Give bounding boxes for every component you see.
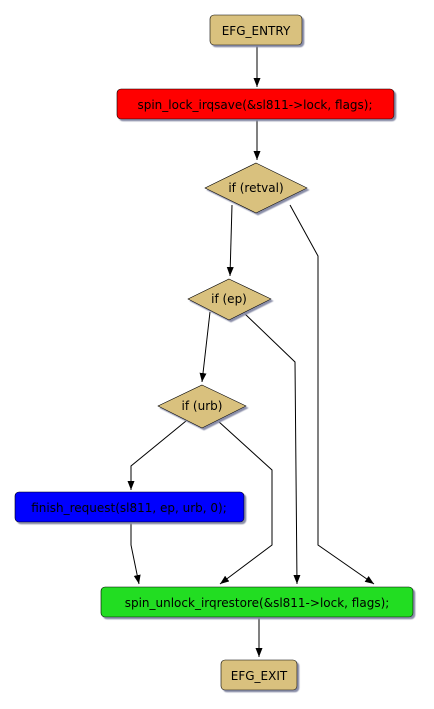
edge-finish-to-unlock: [130, 521, 141, 585]
edge-if-retval-to-if-ep: [226, 204, 234, 277]
node-lock-box: [116, 88, 395, 120]
node-if-ep-label: if (ep): [211, 292, 247, 306]
node-entry-label: EFG_ENTRY: [222, 24, 291, 38]
edge-if-ep-to-if-urb: [199, 311, 211, 383]
node-unlock: spin_unlock_irqrestore(&sl811->lock, fla…: [100, 586, 414, 618]
node-entry: EFG_ENTRY: [209, 14, 303, 46]
node-if-ep: if (ep): [187, 278, 272, 321]
node-exit: EFG_EXIT: [220, 659, 298, 691]
node-finish-label: finish_request(sl811, ep, urb, 0);: [31, 501, 227, 515]
node-if-urb: if (urb): [157, 384, 247, 429]
edge-if-ep-to-unlock: [243, 312, 301, 585]
edge-if-urb-to-finish: [127, 420, 187, 490]
node-if-retval: if (retval): [204, 162, 308, 214]
edge-if-urb-to-unlock: [217, 420, 273, 585]
node-finish: finish_request(sl811, ep, urb, 0);: [14, 491, 245, 523]
node-unlock-box: [100, 586, 414, 618]
node-lock-label: spin_lock_irqsave(&sl811->lock, flags);: [137, 98, 372, 112]
node-if-urb-diamond: [157, 384, 247, 429]
node-entry-box: [209, 14, 303, 46]
edges: [127, 45, 375, 657]
node-if-urb-label: if (urb): [182, 399, 223, 413]
node-if-retval-diamond: [204, 162, 308, 214]
node-if-retval-label: if (retval): [228, 181, 283, 195]
node-exit-box: [220, 659, 298, 691]
node-exit-label: EFG_EXIT: [231, 669, 288, 683]
node-unlock-label: spin_unlock_irqrestore(&sl811->lock, fla…: [125, 596, 390, 610]
node-if-ep-diamond: [187, 278, 272, 321]
node-finish-box: [14, 491, 245, 523]
edge-if-retval-to-unlock: [289, 204, 375, 585]
node-lock: spin_lock_irqsave(&sl811->lock, flags);: [116, 88, 395, 120]
